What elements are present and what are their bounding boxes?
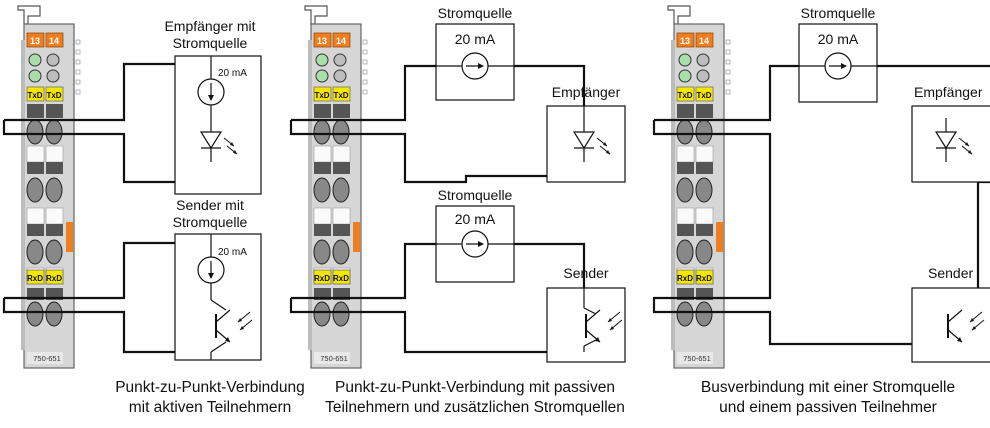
receiver-label: Empfänger <box>552 84 621 100</box>
current-source-icon <box>461 52 489 80</box>
caption-line: Busverbindung mit einer Stromquelle <box>700 379 956 396</box>
current-source-icon <box>461 230 489 258</box>
caption-line: Punkt-zu-Punkt-Verbindung mit passiven <box>334 379 615 396</box>
wire <box>2 241 215 354</box>
io-terminal: 13 14 TxD TxD RxD RxD 750-651 <box>667 5 731 369</box>
terminal-number-14: 14 <box>49 36 59 46</box>
caption-panel-1: Punkt-zu-Punkt-Verbindung mit aktiven Te… <box>50 378 370 418</box>
rxd-label: RxD <box>314 274 330 283</box>
txd-label: TxD <box>46 91 61 100</box>
current-source-label: Stromquelle <box>801 5 876 21</box>
rxd-label: RxD <box>27 274 43 283</box>
io-terminal: 13 14 TxD TxD RxD RxD 750-651 <box>17 5 81 369</box>
caption-panel-3: Busverbindung mit einer Stromquelle und … <box>668 378 988 418</box>
sender-label: Sender <box>563 265 608 281</box>
txd-label: TxD <box>677 91 692 100</box>
wire <box>289 64 586 354</box>
sender-label: Stromquelle <box>173 214 248 230</box>
current-value: 20 mA <box>218 247 247 258</box>
sender-box <box>911 287 990 363</box>
sender-box <box>174 233 262 361</box>
rxd-label: RxD <box>46 274 62 283</box>
model-number: 750-651 <box>320 354 348 363</box>
panel-3: 13 14 TxD TxD RxD RxD 750-651 Stromquell… <box>652 5 990 369</box>
current-value: 20 mA <box>218 68 247 79</box>
rxd-label: RxD <box>696 274 712 283</box>
sender-label: Sender mit <box>176 197 244 213</box>
wire <box>2 62 215 184</box>
receiver-label: Empfänger mit <box>164 18 255 34</box>
model-number: 750-651 <box>33 354 61 363</box>
receiver-label: Empfänger <box>914 84 983 100</box>
txd-label: TxD <box>27 91 42 100</box>
current-source-icon <box>197 78 225 106</box>
receiver-box <box>174 55 262 195</box>
current-value: 20 mA <box>818 31 859 47</box>
current-source-label: Stromquelle <box>438 187 513 203</box>
caption-line: Teilnehmern und zusätzlichen Stromquelle… <box>325 399 625 416</box>
caption-line: Punkt-zu-Punkt-Verbindung <box>115 379 305 396</box>
caption-line: und einem passiven Teilnehmer <box>719 399 937 416</box>
rxd-label: RxD <box>677 274 693 283</box>
current-value: 20 mA <box>455 211 496 227</box>
model-number: 750-651 <box>683 354 711 363</box>
caption-panel-2: Punkt-zu-Punkt-Verbindung mit passiven T… <box>305 378 645 418</box>
terminal-number-13: 13 <box>680 36 690 46</box>
sender-label: Sender <box>928 265 973 281</box>
io-terminal: 13 14 TxD TxD RxD RxD 750-651 <box>304 5 368 369</box>
txd-label: TxD <box>696 91 711 100</box>
wire <box>210 234 227 360</box>
current-source-icon <box>824 52 852 80</box>
caption-line: mit aktiven Teilnehmern <box>128 399 292 416</box>
rxd-label: RxD <box>333 274 349 283</box>
panel-1: 13 14 TxD TxD RxD RxD 750-651 20 mA Empf… <box>2 5 262 369</box>
terminal-number-14: 14 <box>336 36 346 46</box>
current-value: 20 mA <box>455 31 496 47</box>
terminal-number-14: 14 <box>699 36 709 46</box>
current-source-icon <box>197 256 225 284</box>
receiver-label: Stromquelle <box>173 35 248 51</box>
txd-label: TxD <box>333 91 348 100</box>
current-source-label: Stromquelle <box>438 5 513 21</box>
terminal-number-13: 13 <box>30 36 40 46</box>
terminal-number-13: 13 <box>317 36 327 46</box>
receiver-box <box>911 105 990 183</box>
panel-2: 13 14 TxD TxD RxD RxD 750-651 Stromquell… <box>289 5 626 369</box>
txd-label: TxD <box>314 91 329 100</box>
